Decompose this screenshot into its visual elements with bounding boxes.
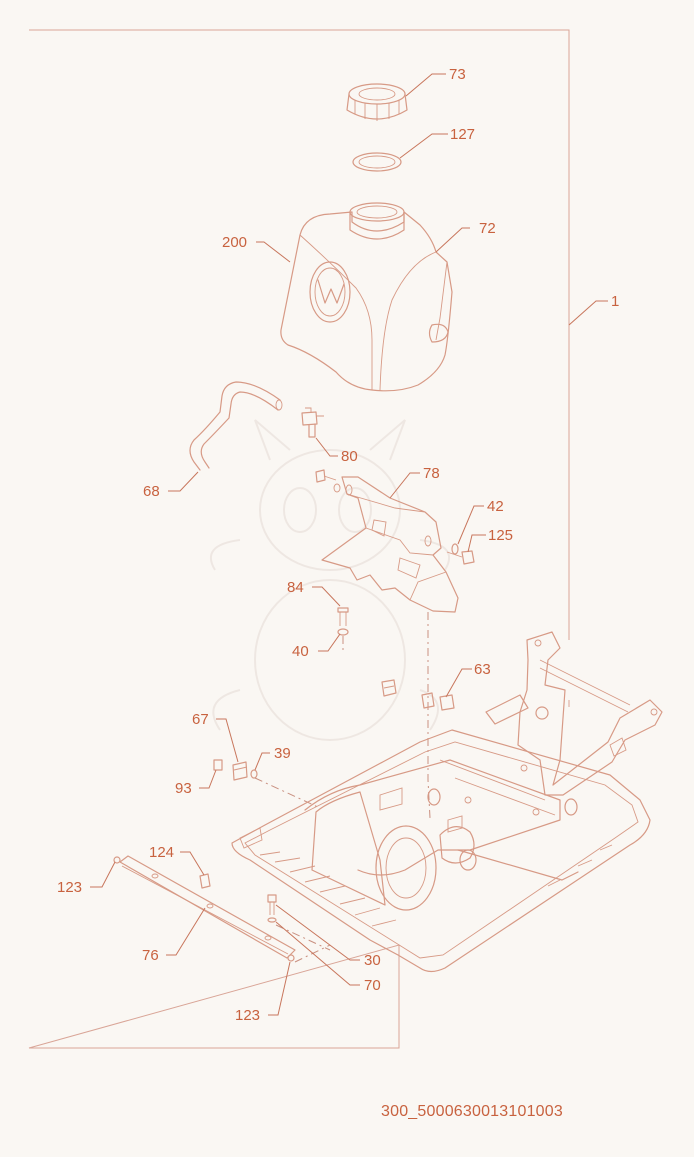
- callout-78: 78: [423, 465, 440, 482]
- part-water-tank: [280, 202, 453, 392]
- part-bolt-93: [213, 759, 223, 771]
- callout-40: 40: [292, 643, 309, 660]
- part-scraper-bar: [119, 855, 296, 959]
- callout-70: 70: [364, 977, 381, 994]
- callout-200: 200: [222, 234, 247, 251]
- part-washer-40: [337, 628, 349, 636]
- watermark: [209, 419, 451, 741]
- callout-1: 1: [611, 293, 619, 310]
- callout-73: 73: [449, 66, 466, 83]
- callout-127: 127: [450, 126, 475, 143]
- callout-93: 93: [175, 780, 192, 797]
- callout-76: 76: [142, 947, 159, 964]
- part-clip: [381, 679, 455, 711]
- part-handle-mount: [485, 631, 663, 816]
- callout-42: 42: [487, 498, 504, 515]
- drawing-id: 300_5000630013101003: [381, 1103, 563, 1120]
- callout-30: 30: [364, 952, 381, 969]
- part-valve: [301, 407, 324, 438]
- part-seal-ring: [352, 152, 402, 172]
- part-small-bracket: [232, 761, 248, 781]
- callout-84: 84: [287, 579, 304, 596]
- part-hose: [189, 381, 283, 471]
- callout-123-lower: 123: [235, 1007, 260, 1024]
- part-washer-42: [451, 543, 459, 555]
- center-axis: [427, 612, 431, 819]
- callout-labels: 73 127 72 200 1 80 68 78 42 125 84 40 63…: [57, 66, 619, 1024]
- callout-68: 68: [143, 483, 160, 500]
- callout-124: 124: [149, 844, 174, 861]
- part-washer-39: [250, 769, 258, 779]
- callout-72: 72: [479, 220, 496, 237]
- callout-67: 67: [192, 711, 209, 728]
- part-exciter-housing: [304, 759, 579, 911]
- leader-lines: [90, 73, 608, 1016]
- assembly-line-67: [254, 777, 321, 809]
- callout-125: 125: [488, 527, 513, 544]
- part-screw-123-lower: [287, 954, 295, 962]
- callout-63: 63: [474, 661, 491, 678]
- part-bolt-upper: [315, 469, 341, 493]
- callout-39: 39: [274, 745, 291, 762]
- callout-123-upper: 123: [57, 879, 82, 896]
- part-bracket: [321, 476, 459, 613]
- part-washer-70: [267, 917, 277, 923]
- part-filler-cap: [346, 83, 408, 121]
- callout-80: 80: [341, 448, 358, 465]
- part-screw-123-upper: [113, 856, 121, 864]
- part-bolt-84: [337, 607, 349, 626]
- part-fitting-124: [199, 873, 211, 889]
- part-bolt-125: [446, 550, 475, 565]
- assembly-frame: [28, 29, 570, 1049]
- part-base-plate: [231, 729, 651, 973]
- part-bolt-30: [267, 894, 277, 915]
